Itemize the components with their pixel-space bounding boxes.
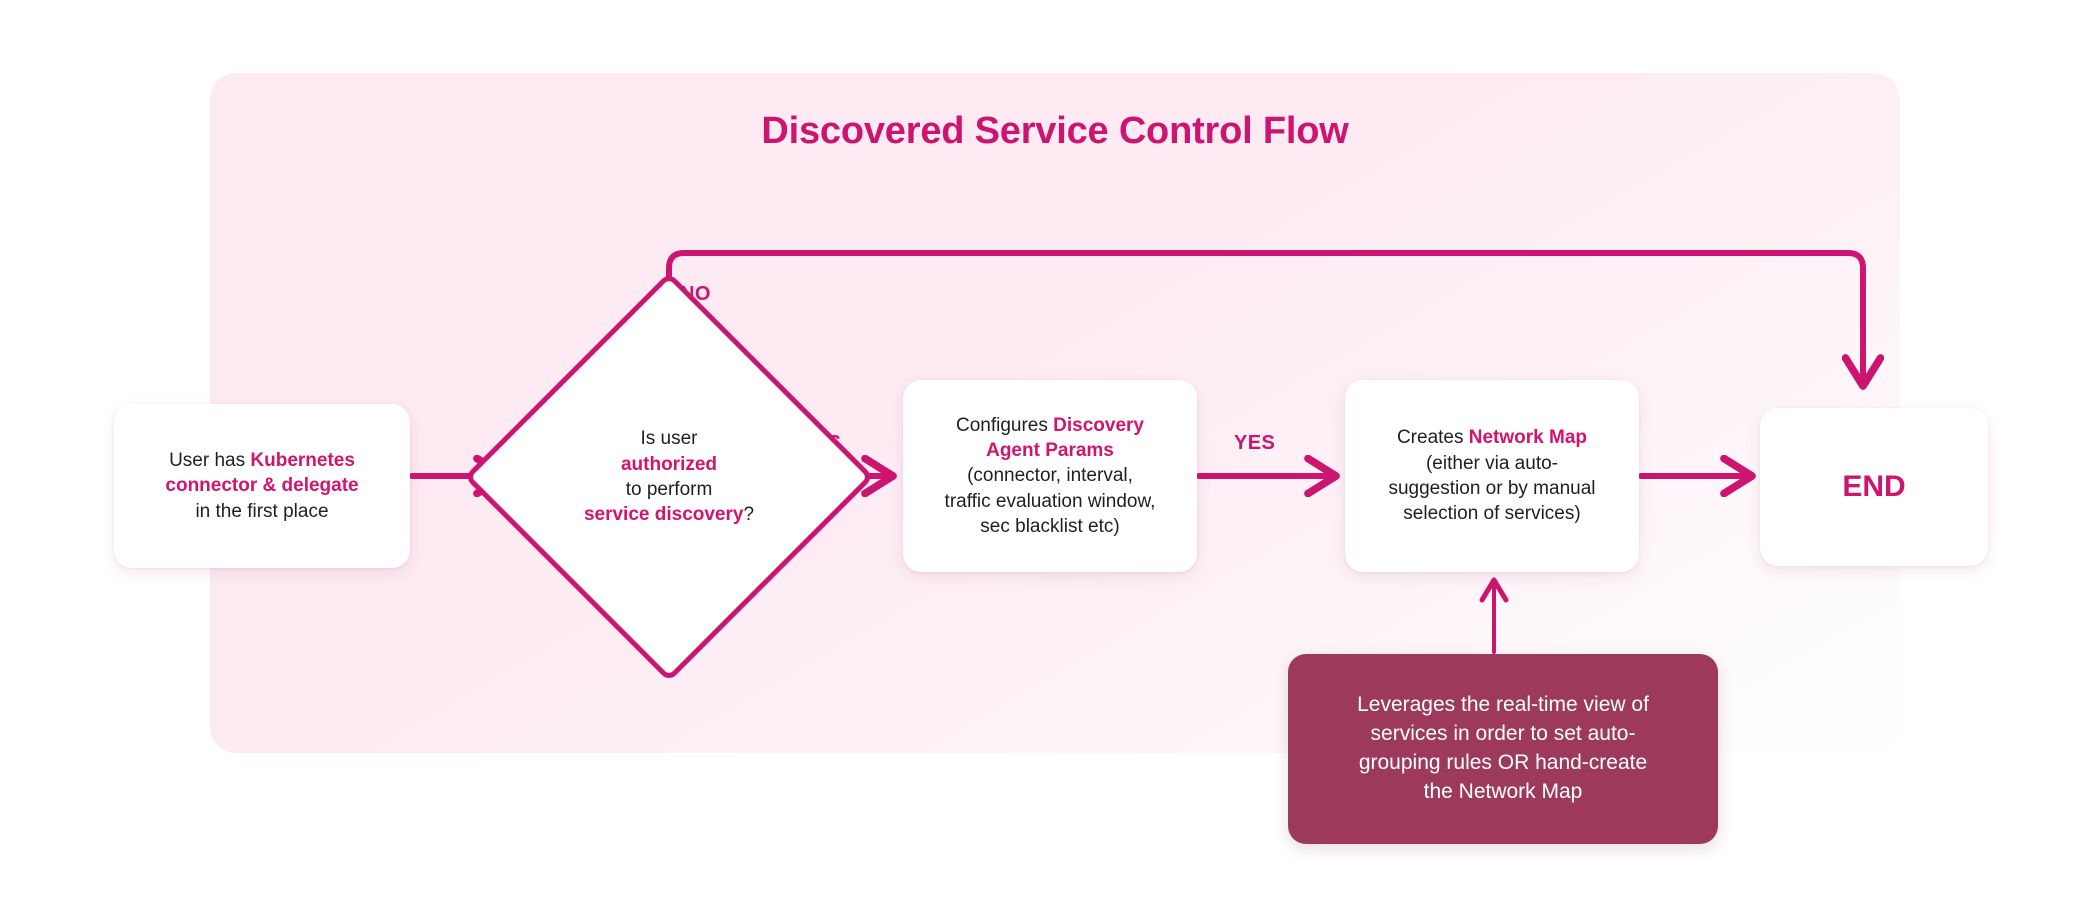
node-callout-line-4: the Network Map	[1423, 779, 1583, 803]
node-configures-discovery-agent-params[interactable]: Configures Discovery Agent Params (conne…	[903, 380, 1197, 572]
node-callout-line-1: Leverages the real-time view of	[1357, 693, 1649, 717]
node-netmap-line-2-plain: (either via auto-	[1425, 452, 1558, 474]
node-start-text: User has Kubernetes connector & delegate…	[165, 448, 358, 524]
node-start-line-2-highlight: connector & delegate	[165, 475, 359, 497]
node-decision-text: Is user authorized to perform service di…	[524, 332, 814, 622]
node-config-line-1-plain: Configures	[955, 414, 1054, 436]
node-decision-line-1-plain: Is user	[640, 428, 698, 450]
node-decision-line-4-highlight: service discovery	[583, 504, 744, 526]
node-callout-text: Leverages the real-time view of services…	[1357, 691, 1649, 807]
node-config-line-4-plain: traffic evaluation window,	[944, 490, 1156, 512]
node-end[interactable]: END	[1760, 408, 1988, 566]
node-config-line-5-plain: sec blacklist etc)	[980, 515, 1120, 537]
node-callout-line-3: grouping rules OR hand-create	[1358, 751, 1648, 774]
node-config-line-2-highlight: Agent Params	[986, 440, 1114, 462]
page-title: Discovered Service Control Flow	[761, 110, 1349, 152]
node-config-line-3-plain: (connector, interval,	[967, 465, 1133, 487]
node-netmap-line-3-plain: suggestion or by manual	[1388, 478, 1596, 499]
node-start-user-has-connector[interactable]: User has Kubernetes connector & delegate…	[114, 404, 410, 568]
node-netmap-line-1-plain: Creates	[1396, 427, 1469, 449]
node-callout-leverages-real-time-view[interactable]: Leverages the real-time view of services…	[1288, 654, 1718, 844]
node-creates-network-map[interactable]: Creates Network Map (either via auto- su…	[1345, 380, 1639, 572]
node-netmap-line-1-highlight: Network Map	[1468, 427, 1588, 449]
node-netmap-text: Creates Network Map (either via auto- su…	[1388, 425, 1595, 526]
node-decision-line-3-plain: to perform	[625, 479, 713, 500]
node-config-line-1-highlight: Discovery	[1053, 414, 1144, 436]
node-callout-line-2: services in order to set auto-	[1370, 722, 1636, 746]
node-netmap-line-4-plain: selection of services)	[1403, 503, 1581, 525]
node-config-text: Configures Discovery Agent Params (conne…	[945, 413, 1156, 539]
node-decision-line-4-suffix: ?	[743, 504, 755, 526]
node-end-label: END	[1842, 470, 1906, 504]
node-decision-is-user-authorized[interactable]: Is user authorized to perform service di…	[463, 271, 875, 683]
node-start-line-3-plain: in the first place	[195, 500, 329, 522]
node-start-line-1-plain: User has	[169, 450, 251, 472]
edge-label-yes-config: YES	[1234, 432, 1276, 454]
node-decision-line-2-highlight: authorized	[620, 453, 718, 475]
node-start-line-1-highlight: Kubernetes	[250, 450, 355, 472]
